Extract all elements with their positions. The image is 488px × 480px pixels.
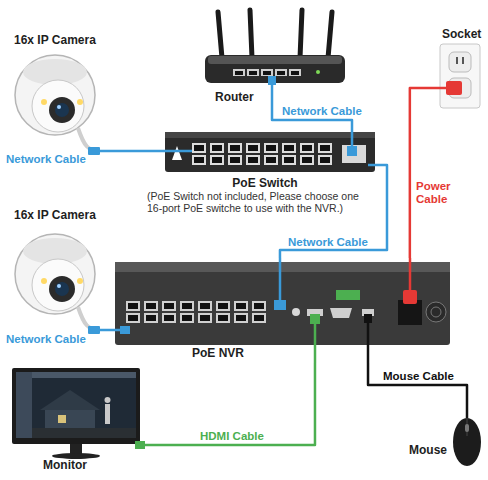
cable-label: Network Cable — [6, 333, 106, 346]
socket-plate — [440, 44, 480, 108]
cable-connector — [143, 363, 315, 445]
monitor-stand — [70, 444, 82, 454]
switch-ports — [190, 142, 334, 166]
switch-body — [165, 132, 375, 172]
camera-node: 16x IP Camera — [0, 205, 100, 345]
cable-label: Network Cable — [288, 236, 383, 249]
camera-node: 16x IP Camera — [0, 30, 100, 165]
device-label: Mouse — [409, 443, 453, 457]
router-led — [316, 70, 320, 74]
power-plug — [446, 81, 462, 95]
cable-connector — [100, 329, 112, 332]
cable-end — [279, 258, 282, 302]
cable-label: Power Cable — [416, 180, 458, 206]
screen-person — [105, 404, 110, 424]
monitor-frame — [12, 368, 140, 444]
nvr-fan — [431, 307, 441, 317]
router-body — [208, 56, 342, 64]
screen-scene — [45, 410, 95, 430]
nvr-poe-ports — [124, 300, 268, 324]
screen-sidebar — [16, 372, 32, 438]
usb-plug — [364, 314, 372, 323]
device-label: Router — [215, 90, 275, 104]
socket-node: Socket — [432, 25, 488, 113]
cable-connector — [410, 88, 432, 258]
router-ports — [232, 68, 302, 77]
screen-topbar — [32, 372, 136, 378]
monitor-screen — [16, 372, 136, 438]
cable-end — [368, 164, 375, 167]
monitor-node: Monitor — [8, 362, 143, 474]
cable-connector — [368, 363, 467, 405]
socket-slot — [462, 57, 464, 64]
ip-camera-drawing — [15, 234, 100, 334]
device-label: Socket — [442, 27, 488, 41]
switch-body — [165, 132, 375, 138]
device-label: PoE Switch — [215, 176, 315, 190]
socket-slot — [456, 57, 458, 64]
socket-outlet — [449, 52, 471, 72]
router-antenna — [250, 10, 252, 58]
router-antenna — [300, 10, 302, 58]
cable-label: HDMI Cable — [200, 430, 290, 443]
rj45-plug — [274, 300, 286, 310]
device-label: Monitor — [43, 458, 113, 472]
screen-scene — [40, 390, 100, 410]
cable-label: Mouse Cable — [383, 370, 468, 383]
rj45-plug — [268, 76, 276, 85]
mouse-wheel — [465, 424, 469, 432]
cable-label: Network Cable — [282, 105, 382, 118]
ip-camera-drawing — [15, 55, 100, 155]
device-label: PoE NVR — [192, 346, 272, 360]
nvr-body — [115, 262, 450, 272]
uplink-port — [342, 145, 366, 163]
hdmi-plug — [310, 314, 320, 324]
router-antenna — [218, 12, 222, 58]
rj45-plug — [347, 146, 357, 156]
cable-end — [145, 150, 192, 153]
cable-label: Network Cable — [6, 153, 101, 166]
terminal-block — [336, 290, 360, 300]
device-label: 16x IP Camera — [14, 208, 100, 222]
cable-end — [466, 405, 469, 420]
rj45-plug — [120, 326, 130, 334]
mouse-node: Mouse — [405, 405, 485, 470]
device-label: 16x IP Camera — [14, 33, 100, 47]
nvr-node: PoE NVR — [112, 258, 452, 363]
router-antenna — [328, 12, 332, 58]
screen-scene — [58, 415, 66, 423]
audio-port — [292, 308, 300, 316]
switch-node: PoE Switch(PoE Switch not included, Plea… — [145, 128, 375, 240]
nvr-fan — [426, 302, 446, 322]
note-text: (PoE Switch not included, Please choose … — [147, 190, 362, 214]
vga-port — [330, 308, 352, 318]
cable-end — [432, 87, 448, 90]
mouse-body — [453, 418, 481, 466]
router-node: Router — [200, 8, 350, 108]
screen-person — [105, 397, 111, 403]
screen-scene — [32, 428, 136, 438]
nvr-body — [115, 262, 450, 345]
switch-logo — [172, 146, 182, 160]
cable-connector — [100, 150, 145, 153]
power-plug — [403, 290, 417, 304]
